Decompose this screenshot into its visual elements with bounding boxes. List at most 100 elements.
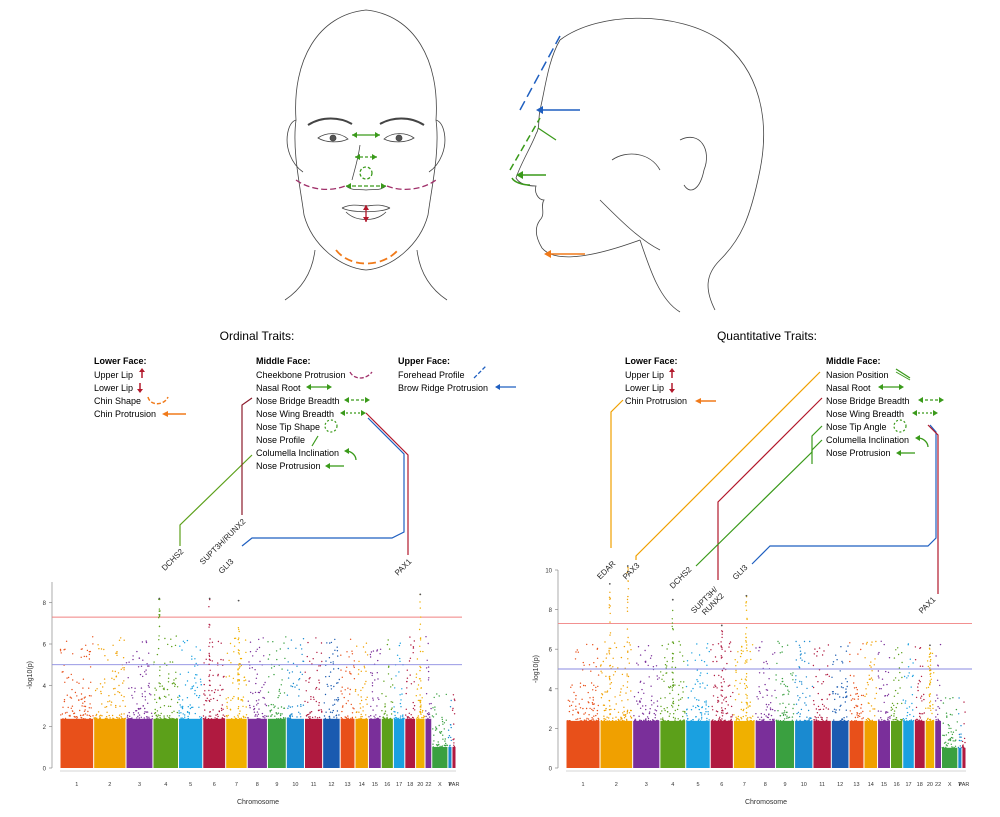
snp-point — [757, 716, 759, 718]
snp-point — [739, 655, 742, 658]
peak-point — [608, 596, 611, 598]
snp-point — [109, 700, 111, 702]
snp-point — [64, 717, 67, 720]
left-middle-item-7: Columella Inclination — [256, 448, 339, 458]
snp-point — [107, 659, 109, 661]
snp-point — [62, 706, 64, 708]
chromosome-points-18 — [405, 636, 416, 768]
snp-point — [141, 695, 144, 698]
snp-point — [397, 712, 399, 714]
snp-point — [825, 674, 827, 676]
snp-point — [217, 673, 219, 676]
snp-point — [867, 684, 869, 686]
snp-point — [157, 718, 159, 720]
snp-point — [794, 681, 796, 684]
snp-point — [589, 720, 591, 722]
snp-point — [875, 640, 877, 643]
snp-point — [855, 686, 857, 689]
snp-point — [244, 679, 247, 681]
snp-point — [371, 672, 374, 674]
snp-point — [823, 650, 825, 652]
snp-point — [299, 644, 302, 646]
snp-point — [575, 651, 577, 653]
snp-point — [349, 638, 352, 640]
snp-point — [318, 665, 320, 667]
snp-point — [735, 665, 737, 667]
peak-point — [928, 653, 931, 656]
snp-point — [583, 713, 585, 715]
snp-point — [365, 670, 367, 672]
snp-point — [617, 667, 619, 669]
snp-point — [395, 717, 398, 719]
peak-point — [626, 598, 629, 601]
snp-point — [317, 709, 320, 712]
snp-point — [415, 673, 418, 675]
x-tick-label: 1 — [581, 782, 584, 788]
snp-point — [81, 698, 83, 700]
peak-point — [929, 705, 931, 707]
snp-point — [154, 687, 156, 689]
peak-point — [929, 702, 931, 704]
snp-point — [608, 720, 610, 722]
peak-point — [420, 705, 422, 708]
snp-point — [329, 671, 332, 673]
snp-point — [243, 676, 246, 678]
snp-point — [308, 713, 310, 716]
peak-point — [721, 689, 724, 692]
snp-point — [773, 720, 775, 722]
snp-point — [849, 710, 851, 712]
snp-point — [792, 672, 794, 674]
snp-point — [327, 685, 329, 687]
peak-point — [419, 607, 421, 609]
snp-point — [256, 715, 258, 717]
snp-point — [582, 669, 584, 671]
snp-point — [719, 720, 722, 722]
snp-point — [89, 703, 91, 705]
snp-point — [650, 685, 652, 687]
peak-point — [721, 633, 723, 635]
snp-point — [256, 648, 258, 650]
peak-point — [159, 675, 161, 677]
snp-point — [726, 712, 729, 714]
snp-point — [781, 646, 783, 648]
snp-point — [572, 709, 574, 711]
peak-point — [626, 610, 629, 612]
snp-point — [377, 717, 379, 720]
snp-point — [892, 719, 894, 721]
snp-point — [587, 691, 589, 694]
peak-point — [158, 635, 160, 637]
snp-point — [63, 699, 66, 701]
snp-point — [116, 651, 118, 653]
snp-point — [681, 720, 684, 722]
snp-point — [399, 717, 401, 719]
snp-point — [859, 715, 861, 718]
snp-point — [276, 713, 278, 715]
snp-point — [851, 720, 853, 722]
snp-point — [795, 679, 797, 681]
snp-point — [181, 649, 183, 651]
peak-point — [721, 715, 724, 717]
snp-point — [181, 707, 184, 710]
snp-point — [575, 708, 577, 710]
snp-point — [816, 720, 818, 722]
snp-point — [88, 695, 91, 697]
chromosome-points-22 — [425, 636, 432, 768]
snp-point — [855, 720, 857, 722]
snp-point — [371, 682, 374, 684]
snp-point — [174, 683, 176, 686]
snp-point — [122, 682, 124, 684]
chromosome-points-Y — [447, 699, 452, 768]
snp-point — [182, 713, 184, 715]
snp-point — [714, 656, 717, 658]
snp-point — [249, 667, 251, 669]
snp-point — [917, 719, 919, 722]
snp-point — [765, 703, 768, 706]
peak-point — [745, 701, 747, 704]
snp-point — [120, 694, 123, 696]
snp-point — [104, 682, 106, 684]
chromosome-band-4 — [660, 720, 686, 768]
snp-point — [862, 694, 864, 697]
snp-point — [788, 716, 791, 718]
snp-point — [84, 713, 87, 715]
snp-point — [717, 701, 719, 703]
